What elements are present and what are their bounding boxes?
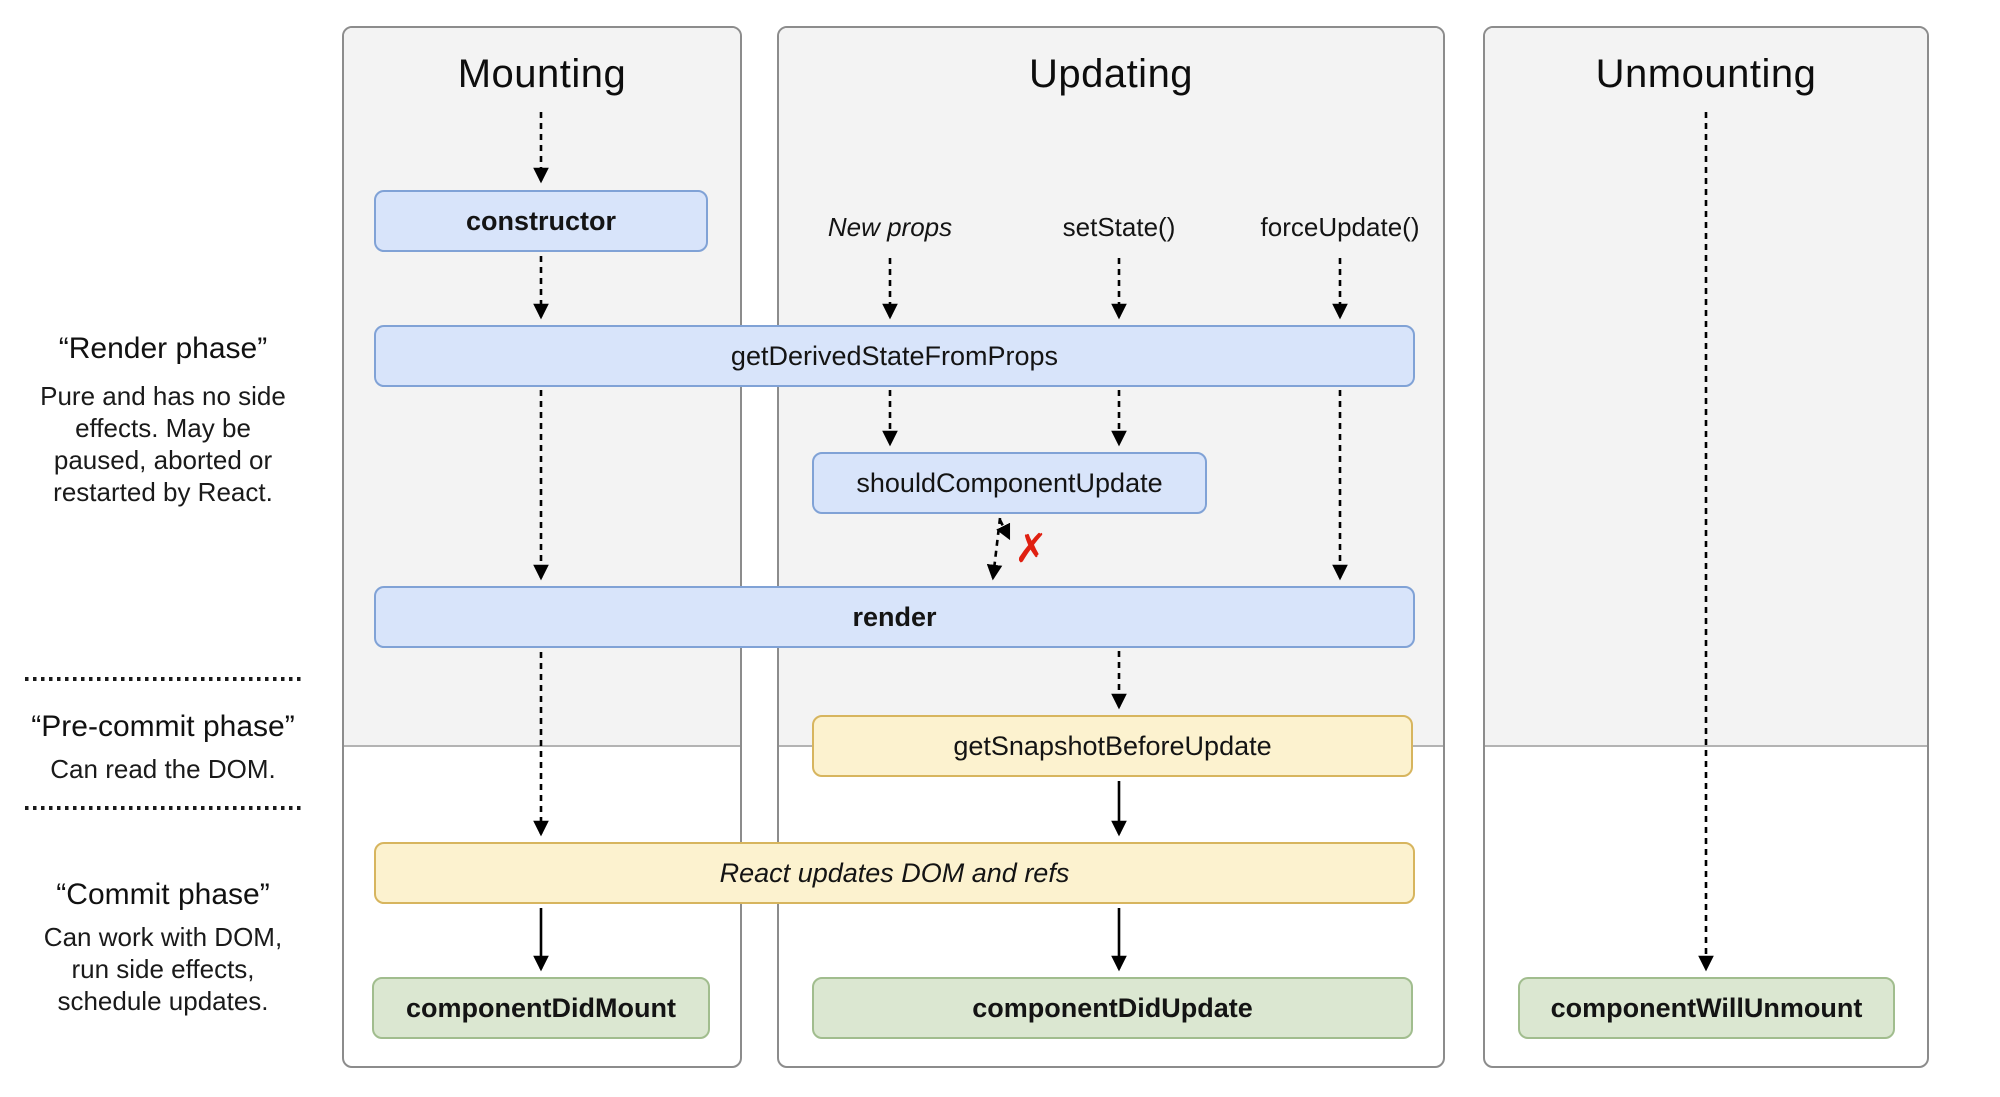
panel-unmounting [1483, 26, 1929, 1068]
node-componentwillunmount: componentWillUnmount [1518, 977, 1895, 1039]
render-phase-background [1485, 28, 1927, 747]
node-componentdidmount: componentDidMount [372, 977, 710, 1039]
precommit-phase-title: “Pre-commit phase” [31, 710, 295, 743]
trigger-new-props: New props [827, 212, 953, 242]
column-title-mounting: Mounting [457, 52, 627, 96]
node-constructor: constructor [374, 190, 708, 252]
render-phase-title: “Render phase” [58, 332, 268, 365]
trigger-setstate: setState() [1062, 212, 1176, 242]
render-phase-description: Pure and has no side effects. May be pau… [40, 381, 286, 507]
panel-updating [777, 26, 1445, 1068]
node-getderivedstatefromprops: getDerivedStateFromProps [374, 325, 1415, 387]
node-react-updates-dom: React updates DOM and refs [374, 842, 1415, 904]
trigger-forceupdate: forceUpdate() [1260, 212, 1420, 242]
panel-mounting [342, 26, 742, 1068]
reject-cross-icon: ✗ [1014, 526, 1048, 572]
column-title-updating: Updating [1028, 52, 1194, 96]
node-render: render [374, 586, 1415, 648]
precommit-phase-description: Can read the DOM. [50, 754, 276, 784]
node-getsnapshotbeforeupdate: getSnapshotBeforeUpdate [812, 715, 1413, 777]
column-title-unmounting: Unmounting [1595, 52, 1817, 96]
node-componentdidupdate: componentDidUpdate [812, 977, 1413, 1039]
node-shouldcomponentupdate: shouldComponentUpdate [812, 452, 1207, 514]
commit-phase-description: Can work with DOM, run side effects, sch… [43, 922, 283, 1016]
commit-phase-title: “Commit phase” [56, 878, 270, 911]
